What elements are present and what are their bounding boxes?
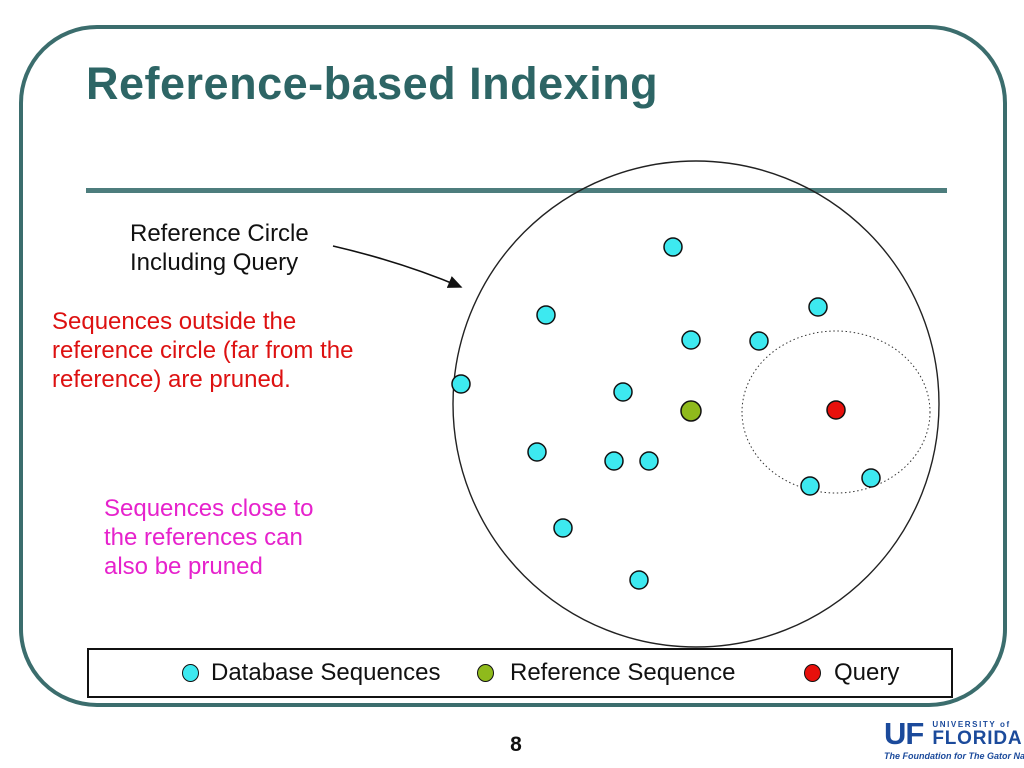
query-dot bbox=[826, 400, 846, 420]
uf-logo-mark: UF bbox=[884, 716, 924, 751]
database-sequence-dot bbox=[639, 451, 659, 471]
database-sequence-dot bbox=[663, 237, 683, 257]
database-sequence-dot bbox=[451, 374, 471, 394]
legend-item-database-sequences: Database Sequences bbox=[182, 650, 441, 696]
database-sequence-dot bbox=[536, 305, 556, 325]
legend-label: Database Sequences bbox=[211, 659, 441, 686]
pruned-outside-note: Sequences outside the reference circle (… bbox=[52, 308, 354, 393]
page-title: Reference-based Indexing bbox=[86, 58, 659, 109]
uf-logo-florida-text: FLORIDA bbox=[932, 728, 1023, 749]
database-sequence-dot bbox=[527, 442, 547, 462]
database-sequence-dot bbox=[613, 382, 633, 402]
database-sequence-dot bbox=[681, 330, 701, 350]
database-sequence-dot bbox=[604, 451, 624, 471]
query-dot-icon bbox=[804, 664, 821, 682]
legend-item-query: Query bbox=[804, 650, 899, 696]
pruned-close-note: Sequences close to the references can al… bbox=[104, 495, 314, 580]
title-underline bbox=[86, 188, 947, 193]
uf-logo-tagline: The Foundation for The Gator Nation bbox=[884, 751, 1024, 761]
legend-label: Reference Sequence bbox=[510, 659, 736, 686]
reference-circle bbox=[452, 160, 940, 648]
university-of-florida-logo: UF UNIVERSITY of FLORIDA The Foundation … bbox=[884, 716, 1024, 761]
legend-box: Database Sequences Reference Sequence Qu… bbox=[87, 648, 953, 698]
legend-item-reference-sequence: Reference Sequence bbox=[477, 650, 736, 696]
reference-sequence-dot-icon bbox=[477, 664, 494, 682]
sequence-dots bbox=[451, 237, 881, 590]
query-proximity-circle bbox=[741, 330, 931, 494]
annotation-arrow bbox=[332, 245, 463, 288]
reference-sequence-dot bbox=[680, 400, 702, 422]
database-sequence-dot bbox=[749, 331, 769, 351]
legend-label: Query bbox=[834, 659, 900, 686]
database-sequence-dot bbox=[553, 518, 573, 538]
slide-border-frame bbox=[19, 25, 1007, 707]
database-sequence-dot bbox=[629, 570, 649, 590]
database-sequence-dot-icon bbox=[182, 664, 199, 682]
page-number: 8 bbox=[510, 733, 522, 756]
database-sequence-dot bbox=[861, 468, 881, 488]
uf-logo-university-text: UNIVERSITY of bbox=[932, 720, 1011, 729]
database-sequence-dot bbox=[800, 476, 820, 496]
reference-circle-annotation: Reference Circle Including Query bbox=[130, 220, 309, 276]
database-sequence-dot bbox=[808, 297, 828, 317]
